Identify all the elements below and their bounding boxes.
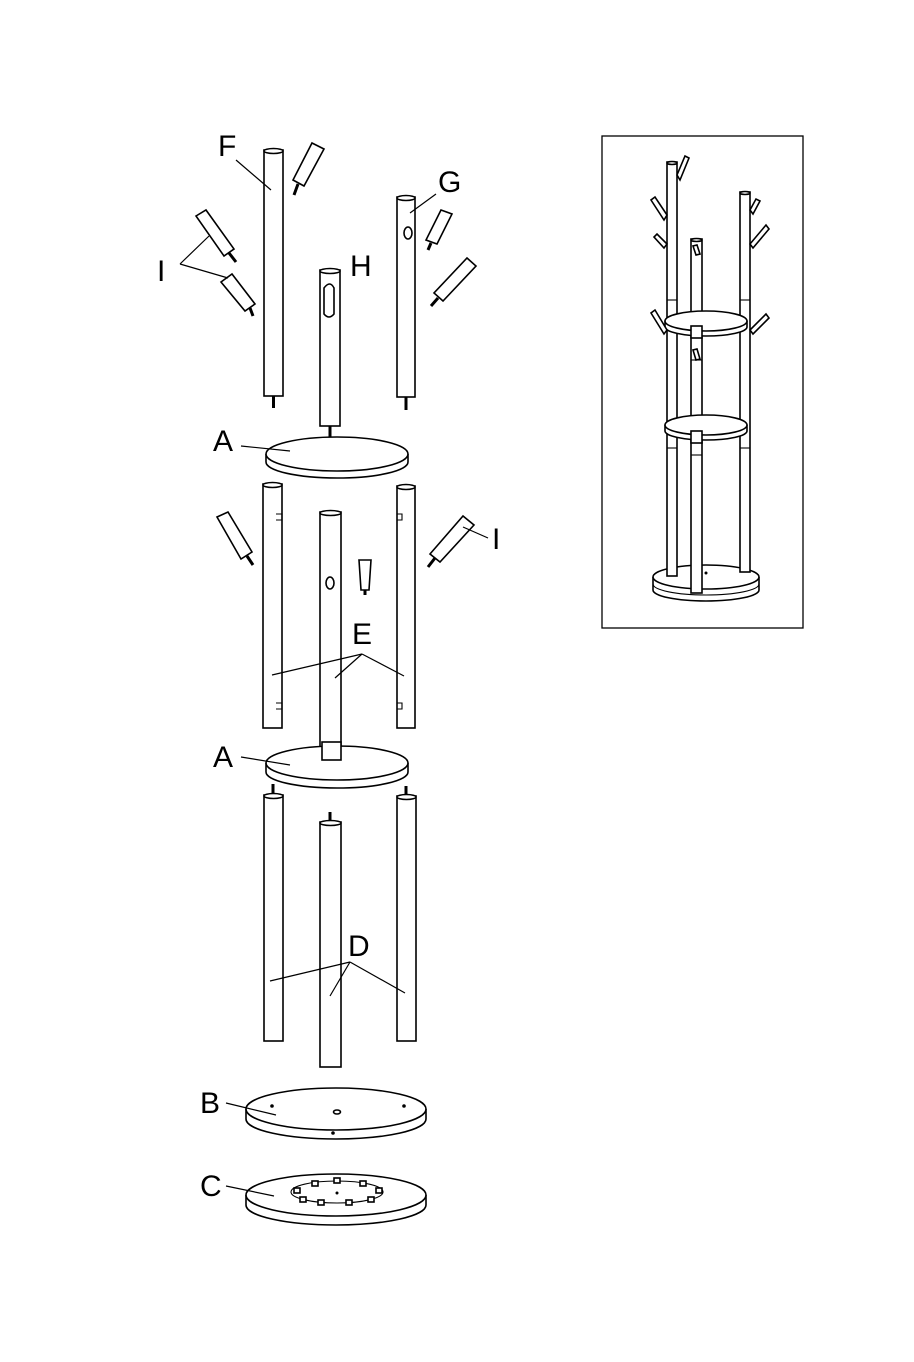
label-a-lower: A [213,741,233,774]
label-h: H [350,250,372,283]
label-a-upper: A [213,425,233,458]
hook-middle-right [428,516,474,567]
hook-middle-center [359,560,371,595]
lower-pole-left [264,784,283,1041]
label-b: B [200,1087,220,1120]
label-i-right: I [492,523,500,556]
label-c: C [200,1170,222,1203]
middle-pole-right [397,485,415,729]
label-f: F [218,130,236,163]
assembled-view-inset [602,136,803,628]
hook-middle-left [217,512,253,565]
top-pole-h [320,269,340,438]
label-e: E [352,618,372,651]
middle-pole-left [263,483,282,729]
hook-top-4 [426,210,452,250]
top-pole-f [264,149,283,409]
hook-top-2 [196,210,236,262]
hook-top-3 [221,274,255,316]
label-i-left: I [157,255,165,288]
hook-top-5 [431,258,476,306]
hook-top-1 [293,143,324,195]
lower-pole-right [397,786,416,1041]
label-g: G [438,166,461,199]
top-pole-g [397,196,415,411]
base-plate-c [246,1174,426,1225]
label-d: D [348,930,370,963]
lower-pole-center [320,812,341,1067]
middle-pole-center [320,511,341,758]
base-plate-b [246,1088,426,1139]
shelf-upper [266,437,408,478]
